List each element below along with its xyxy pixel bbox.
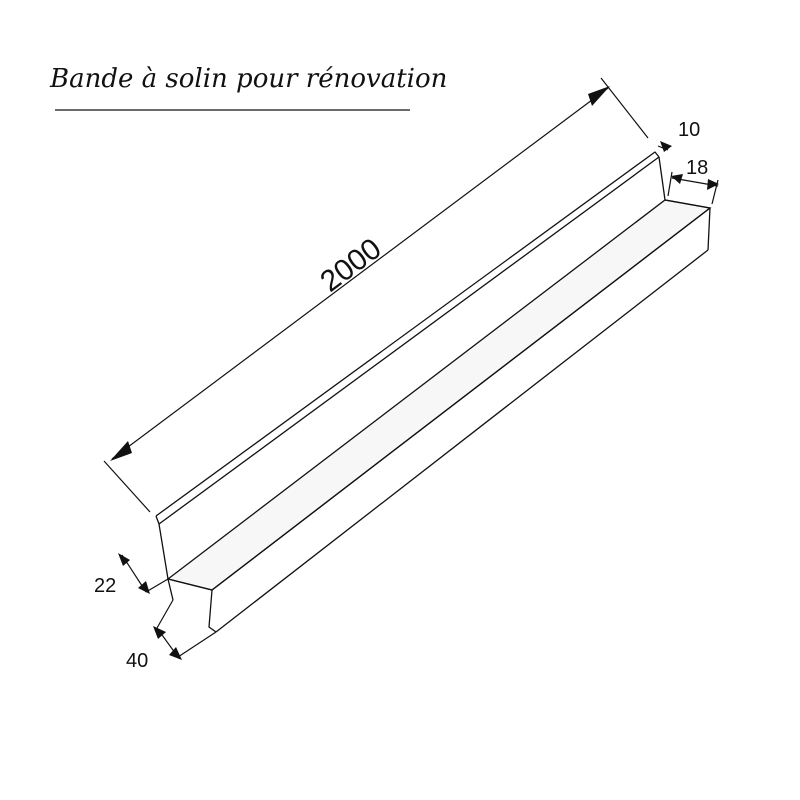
dimension-base: 40 [126, 599, 217, 672]
base-extension [177, 631, 217, 658]
top-width-arrow-left [671, 174, 683, 184]
strip-inner-face [166, 199, 712, 591]
base-arrow-top [153, 626, 166, 639]
diagram-title: Bande à solin pour rénovation [49, 64, 447, 94]
length-extension-near [103, 460, 151, 513]
top-lip-arrow [660, 141, 672, 152]
dimension-rise: 22 [94, 553, 169, 597]
strip-front-top-edge [211, 207, 711, 591]
strip-back-wall-far [658, 156, 666, 201]
strip-front-wall-far [707, 207, 711, 251]
base-label: 40 [126, 650, 148, 672]
top-width-label: 18 [686, 157, 708, 179]
length-extension-far [600, 77, 649, 139]
dimension-top-lip: 10 [657, 119, 700, 152]
strip-back-wall-end [155, 515, 169, 580]
top-lip-label: 10 [678, 119, 700, 141]
length-label: 2000 [314, 232, 387, 299]
base-arrow-bottom [169, 647, 182, 660]
strip-top-fold-far [664, 199, 711, 209]
dimension-top-width: 18 [667, 157, 719, 205]
strip-front-wall-end [208, 589, 217, 633]
strip-back-lip [155, 151, 660, 517]
flashing-strip [155, 151, 712, 633]
rise-arrow-top [118, 553, 130, 566]
rise-extension [145, 578, 169, 593]
strip-back-lip-inner [158, 156, 660, 525]
strip-bottom-fold [167, 578, 213, 591]
rise-label: 22 [94, 575, 116, 597]
length-arrow-far [588, 86, 610, 106]
base-extension-top [156, 599, 174, 629]
length-arrow-near [110, 441, 132, 461]
strip-front-bottom-edge [215, 249, 709, 633]
top-width-ext-left [667, 171, 673, 197]
length-dimension-line [111, 87, 609, 460]
top-width-arrow-right [707, 179, 719, 190]
strip-base-flange-end [167, 578, 174, 601]
